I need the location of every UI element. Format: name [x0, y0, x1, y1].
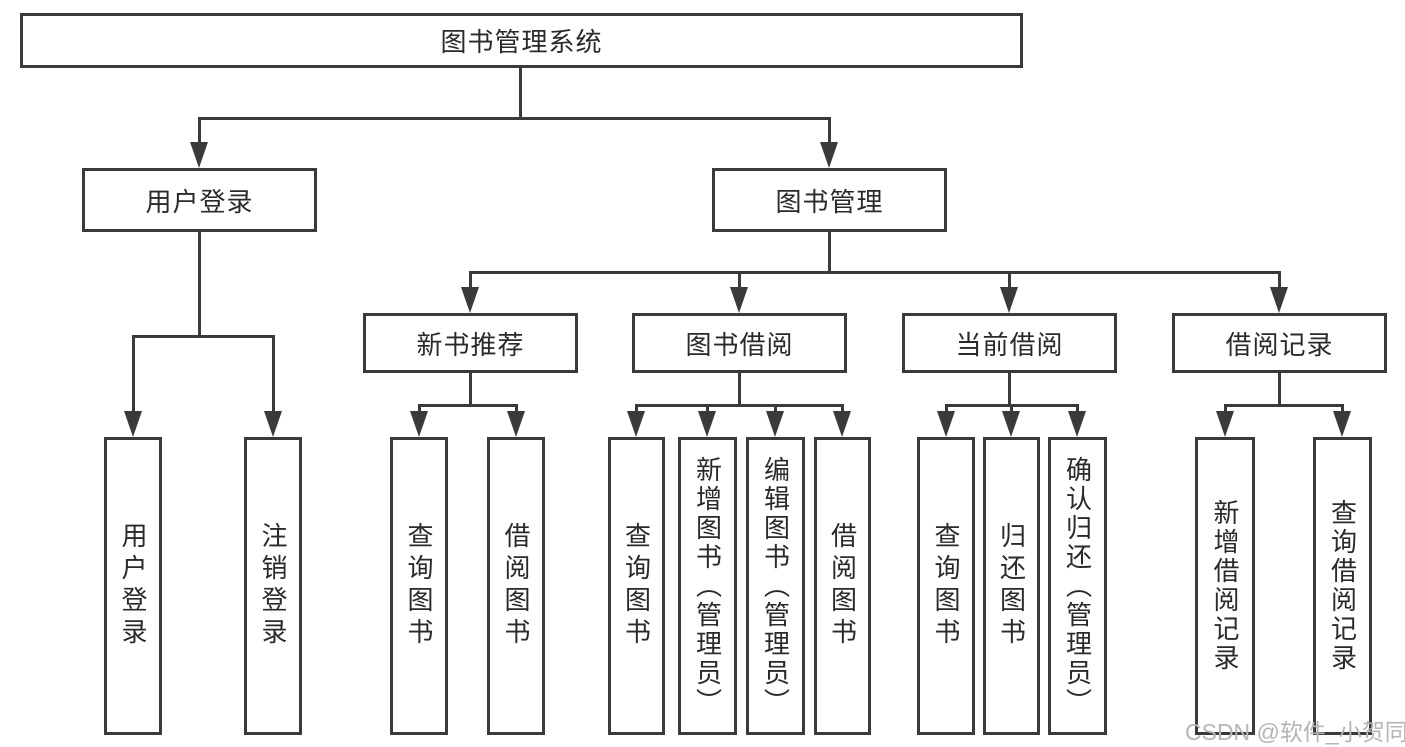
- arrowhead-icon: [461, 287, 479, 313]
- leaf-confirm-return-admin: 确认归还（管理员）: [1048, 437, 1107, 735]
- arrowhead-icon: [1002, 411, 1020, 437]
- connector-stem-book-management: [828, 117, 831, 145]
- node-book-borrow: 图书借阅: [632, 313, 847, 373]
- connector-book-borrow-trunk: [738, 373, 741, 404]
- node-current-borrow: 当前借阅: [902, 313, 1117, 373]
- leaf-add-books-admin: 新增图书（管理员）: [678, 437, 737, 735]
- connector-stem-book-borrow: [738, 271, 741, 290]
- arrowhead-icon: [820, 142, 838, 168]
- arrowhead-icon: [1270, 287, 1288, 313]
- arrowhead-icon: [698, 411, 716, 437]
- node-borrow-records: 借阅记录: [1172, 313, 1387, 373]
- connector-stem: [635, 404, 638, 414]
- arrowhead-icon: [937, 411, 955, 437]
- connector-stem-current-borrow: [1008, 271, 1011, 290]
- node-library-management-system: 图书管理系统: [20, 13, 1023, 68]
- node-user-login: 用户登录: [82, 168, 317, 232]
- arrowhead-icon: [1068, 411, 1086, 437]
- leaf-add-borrow-record: 新增借阅记录: [1195, 437, 1255, 735]
- connector-stem: [1224, 404, 1227, 414]
- arrowhead-icon: [627, 411, 645, 437]
- leaf-query-borrow-record: 查询借阅记录: [1313, 437, 1372, 735]
- connector-borrow-records-trunk: [1278, 373, 1281, 404]
- arrowhead-icon: [410, 411, 428, 437]
- connector-user-login-trunk: [198, 232, 201, 335]
- leaf-query-books-recommend: 查询图书: [390, 437, 448, 735]
- connector-stem: [774, 404, 777, 414]
- connector-stem-borrow-records: [1278, 271, 1281, 290]
- arrowhead-icon: [1216, 411, 1234, 437]
- leaf-logout: 注销登录: [244, 437, 302, 735]
- leaf-borrow-books: 借阅图书: [814, 437, 871, 735]
- connector-current-borrow-trunk: [1008, 373, 1011, 404]
- connector-stem-leaf-logout: [272, 335, 275, 414]
- connector-stem: [706, 404, 709, 414]
- arrowhead-icon: [1000, 287, 1018, 313]
- connector-stem-new-books: [469, 271, 472, 290]
- node-book-management: 图书管理: [712, 168, 947, 232]
- connector-book-management-trunk: [828, 232, 831, 271]
- connector-book-borrow-bar: [635, 404, 843, 407]
- connector-stem-user-login: [198, 117, 201, 145]
- connector-level2-bar: [198, 117, 831, 120]
- connector-user-login-bar: [133, 335, 274, 338]
- connector-stem: [945, 404, 948, 414]
- leaf-borrow-books-recommend: 借阅图书: [487, 437, 545, 735]
- leaf-return-books: 归还图书: [983, 437, 1040, 735]
- connector-new-books-bar: [418, 404, 517, 407]
- csdn-watermark: CSDN @软件_小贺同学: [1185, 719, 1405, 745]
- arrowhead-icon: [507, 411, 525, 437]
- connector-level3-bar: [469, 271, 1281, 274]
- node-new-book-recommend: 新书推荐: [363, 313, 578, 373]
- connector-new-books-trunk: [469, 373, 472, 404]
- connector-stem: [1010, 404, 1013, 414]
- connector-borrow-records-bar: [1224, 404, 1344, 407]
- leaf-user-login: 用户登录: [104, 437, 162, 735]
- connector-stem: [1076, 404, 1079, 414]
- arrowhead-icon: [190, 142, 208, 168]
- leaf-query-books-current: 查询图书: [917, 437, 975, 735]
- connector-stem: [841, 404, 844, 414]
- connector-stem: [1341, 404, 1344, 414]
- arrowhead-icon: [1333, 411, 1351, 437]
- arrowhead-icon: [833, 411, 851, 437]
- leaf-query-books-borrow: 查询图书: [608, 437, 665, 735]
- arrowhead-icon: [124, 411, 142, 437]
- leaf-edit-books-admin: 编辑图书（管理员）: [746, 437, 805, 735]
- connector-root-trunk: [519, 68, 522, 117]
- arrowhead-icon: [766, 411, 784, 437]
- arrowhead-icon: [730, 287, 748, 313]
- connector-stem: [515, 404, 518, 414]
- connector-stem-leaf-user-login: [132, 335, 135, 414]
- connector-stem: [418, 404, 421, 414]
- arrowhead-icon: [264, 411, 282, 437]
